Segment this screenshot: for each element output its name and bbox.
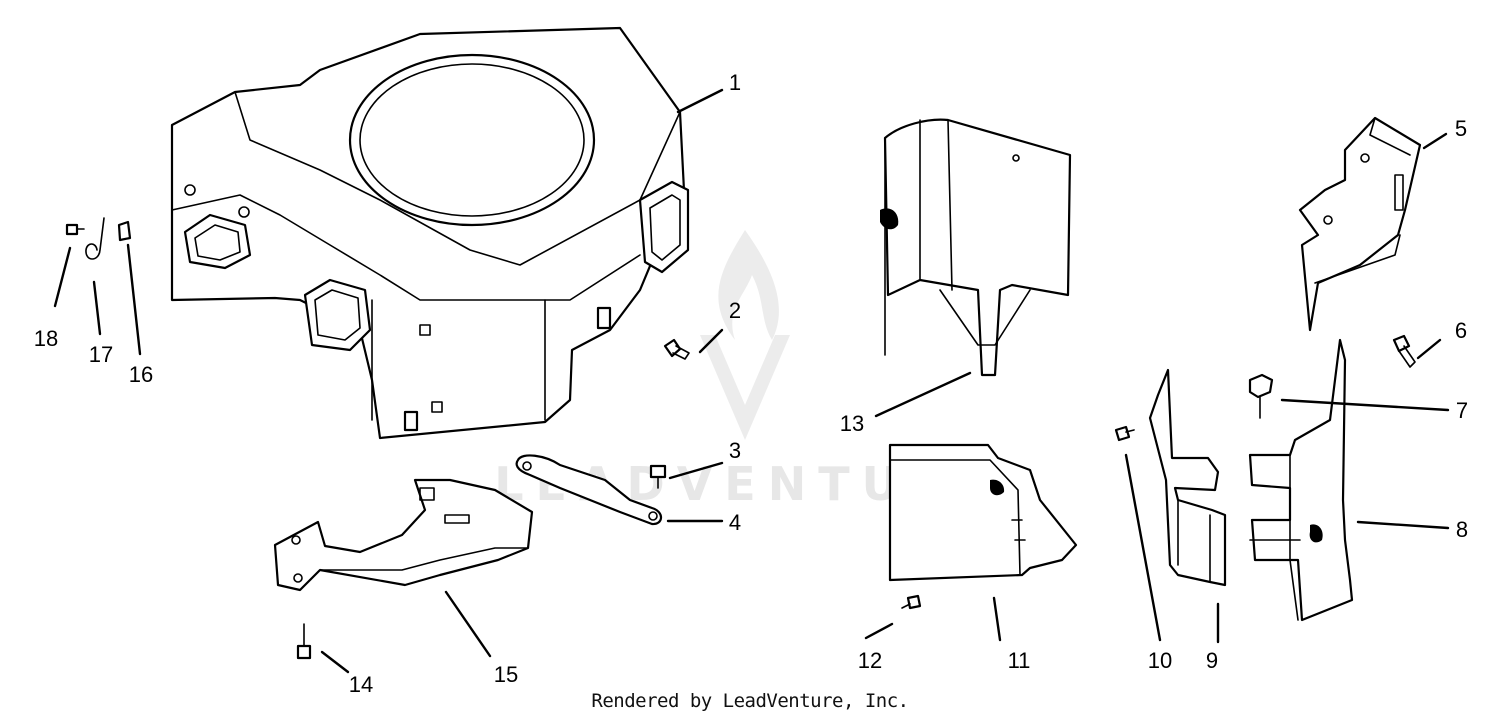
callout-18: 18 [34, 326, 58, 351]
part-3-screw [649, 464, 667, 489]
callout-2: 2 [729, 298, 741, 323]
part-11-lower-baffle [888, 443, 1078, 582]
callout-15: 15 [494, 662, 518, 687]
callout-3: 3 [729, 438, 741, 463]
callout-17: 17 [89, 342, 113, 367]
part-2-screw [663, 338, 690, 360]
callout-11: 11 [1008, 648, 1031, 673]
part-9-side-baffle [1148, 368, 1227, 587]
callout-9: 9 [1206, 648, 1218, 673]
callout-13: 13 [840, 411, 864, 436]
callout-12: 12 [858, 648, 882, 673]
part-1-blower-housing [170, 26, 690, 440]
part-15-lower-shroud [273, 478, 534, 592]
callout-1: 1 [729, 70, 741, 95]
callout-16: 16 [129, 362, 153, 387]
part-7-bolt [1248, 373, 1274, 419]
part-17-clip [85, 217, 105, 260]
leader-lines [53, 88, 1450, 674]
rendered-by-credit: Rendered by LeadVenture, Inc. [591, 690, 909, 712]
callout-8: 8 [1456, 517, 1468, 542]
callout-10: 10 [1148, 648, 1172, 673]
part-8-side-shield [1248, 338, 1354, 622]
part-5-upper-bracket [1298, 116, 1422, 332]
part-18-screw [65, 223, 85, 236]
part-14-bolt [296, 623, 312, 660]
callout-4: 4 [729, 510, 741, 535]
callout-6: 6 [1455, 318, 1467, 343]
callout-5: 5 [1455, 116, 1467, 141]
part-12-screw [901, 594, 922, 610]
watermark-flame-logo [700, 230, 790, 440]
callout-7: 7 [1456, 398, 1468, 423]
callout-14: 14 [349, 672, 373, 697]
callout-labels: 1 2 3 4 5 6 7 8 9 10 11 12 13 14 15 16 1… [34, 70, 1468, 697]
part-13-upper-baffle [880, 118, 1072, 377]
part-10-screw [1114, 425, 1135, 442]
part-4-bracket [515, 454, 663, 526]
part-6-screw [1392, 334, 1416, 368]
part-16-push-rivet [117, 220, 132, 242]
